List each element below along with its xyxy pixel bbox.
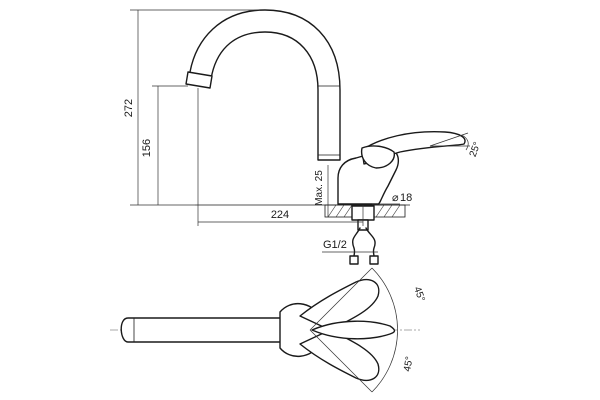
countertop-hatching bbox=[327, 204, 401, 218]
hole-diameter-label: 18 bbox=[400, 192, 412, 204]
lever-angle-arc bbox=[461, 134, 469, 151]
plan-lever-lower bbox=[299, 329, 380, 382]
plan-lever-upper bbox=[299, 278, 380, 331]
swing-line-upper bbox=[309, 267, 373, 331]
side-elevation-view: 25° 272 156 224 Max. 25 ⌀ 18 G1/2 bbox=[123, 9, 484, 265]
plan-view: 45° 45° bbox=[110, 267, 427, 393]
overall-height-label: 272 bbox=[123, 99, 135, 117]
plan-spout bbox=[120, 317, 291, 343]
swing-angle-top-label: 45° bbox=[411, 285, 427, 303]
connection-thread-label: G1/2 bbox=[323, 239, 347, 251]
hose-fitting-left bbox=[349, 255, 359, 265]
lever-cap bbox=[360, 145, 395, 169]
spout-aerator bbox=[185, 71, 213, 89]
swing-arc bbox=[371, 267, 398, 393]
spout-height-label: 156 bbox=[141, 139, 153, 157]
swing-angle-bottom-label: 45° bbox=[402, 356, 415, 373]
hole-diameter-symbol: ⌀ bbox=[392, 192, 399, 204]
swing-line-lower bbox=[309, 329, 373, 393]
lever-angle-label: 25° bbox=[468, 141, 484, 159]
lever-angle-tilt-line bbox=[429, 132, 469, 147]
spout-reach-label: 224 bbox=[271, 209, 289, 221]
hose-fitting-right bbox=[369, 255, 379, 265]
max-thickness-label: Max. 25 bbox=[314, 170, 325, 206]
plan-lever-center bbox=[311, 320, 396, 340]
spout-gooseneck bbox=[189, 9, 341, 161]
